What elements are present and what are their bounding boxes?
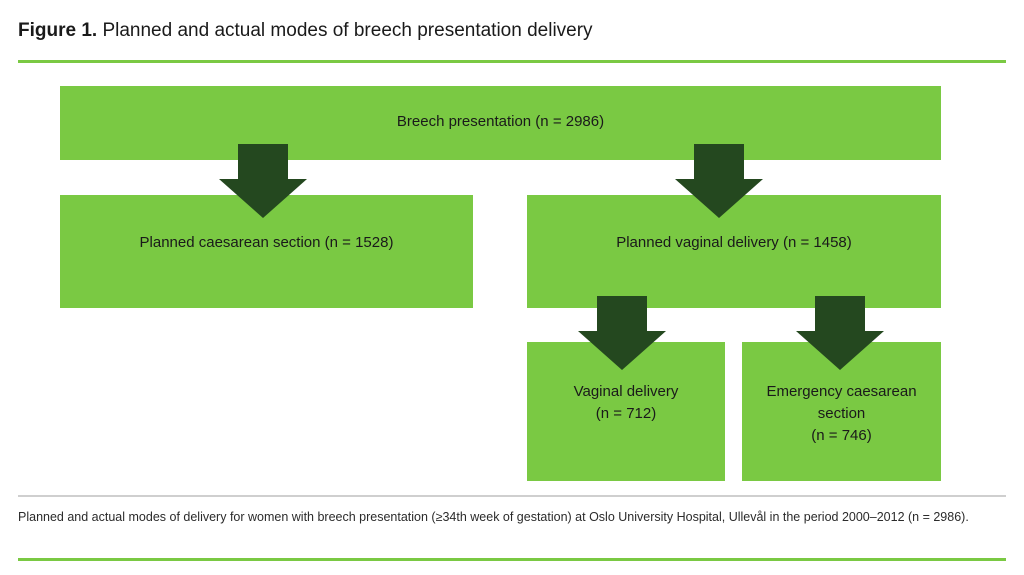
node-planned-vaginal-delivery: Planned vaginal delivery (n = 1458) <box>527 195 941 308</box>
figure-title-prefix: Figure 1. <box>18 20 98 41</box>
node-emergency-caesarean-section-label: Emergency caesarean section (n = 746) <box>766 383 917 444</box>
node-planned-caesarean-section: Planned caesarean section (n = 1528) <box>60 195 473 308</box>
node-planned-vaginal-delivery-label: Planned vaginal delivery (n = 1458) <box>616 234 852 251</box>
flowchart-diagram: Breech presentation (n = 2986) Planned c… <box>60 86 941 481</box>
node-breech-presentation: Breech presentation (n = 2986) <box>60 86 941 160</box>
figure-caption: Planned and actual modes of delivery for… <box>18 510 969 524</box>
down-arrow-icon <box>675 144 763 218</box>
caption-bottom-rule <box>18 558 1006 561</box>
figure-title-text: Planned and actual modes of breech prese… <box>97 20 593 41</box>
down-arrow-icon <box>796 296 884 370</box>
title-divider-rule <box>18 60 1006 63</box>
down-arrow-icon <box>578 296 666 370</box>
node-vaginal-delivery-label: Vaginal delivery (n = 712) <box>573 383 679 422</box>
figure-title: Figure 1. Planned and actual modes of br… <box>18 18 593 44</box>
down-arrow-icon <box>219 144 307 218</box>
node-planned-caesarean-section-label: Planned caesarean section (n = 1528) <box>139 234 394 251</box>
node-breech-presentation-label: Breech presentation (n = 2986) <box>396 113 605 130</box>
caption-top-rule <box>18 495 1006 497</box>
